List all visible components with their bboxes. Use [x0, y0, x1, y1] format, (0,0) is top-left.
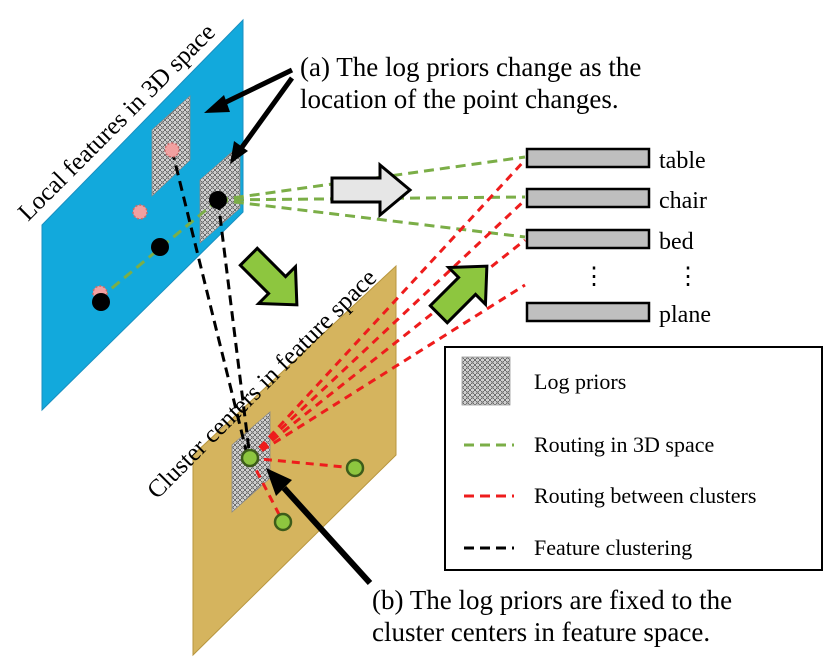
feature-clustering-lines [170, 149, 252, 459]
green-arrow-up [428, 264, 489, 325]
class-label-table: table [659, 148, 706, 174]
class-ellipsis-bars: ⋮ [582, 264, 606, 290]
class-bar-plane [525, 301, 651, 323]
cluster-point-bottom [273, 512, 293, 532]
class-label-bed: bed [659, 229, 694, 255]
class-bar-chair [525, 187, 651, 209]
green-arrow-down [238, 246, 299, 307]
class-bar-bed [525, 228, 651, 250]
annotation-a-line2: location of the point changes. [300, 84, 619, 114]
pink-point-middle [132, 204, 148, 220]
black-point-main [209, 191, 227, 209]
cluster-centers-plane [192, 264, 397, 657]
class-bar-table [525, 147, 651, 169]
annotation-b-arrow [266, 468, 373, 586]
annotation-b-line1: (b) The log priors are fixed to the [372, 585, 732, 615]
cluster-point-main [240, 448, 260, 468]
class-label-plane: plane [659, 302, 711, 328]
legend-routing-clusters-label: Routing between clusters [534, 483, 756, 508]
black-point-middle [151, 238, 169, 256]
annotation-b-line2: cluster centers in feature space. [372, 617, 710, 647]
legend-log-priors-label: Log priors [534, 369, 626, 394]
class-label-chair: chair [659, 188, 707, 214]
gray-block-arrow [330, 161, 413, 219]
pink-point-upper [164, 142, 180, 158]
legend-routing-3d-label: Routing in 3D space [534, 432, 714, 457]
cluster-point-right [345, 458, 365, 478]
legend-feature-clustering-label: Feature clustering [534, 535, 692, 560]
class-ellipsis-labels: ⋮ [676, 264, 700, 290]
legend-log-priors-icon [461, 356, 511, 406]
routing-cluster-lines [248, 158, 527, 523]
annotation-a-line1: (a) The log priors change as the [300, 52, 641, 82]
annotation-a-arrows [204, 67, 295, 164]
black-point-lower [92, 293, 110, 311]
